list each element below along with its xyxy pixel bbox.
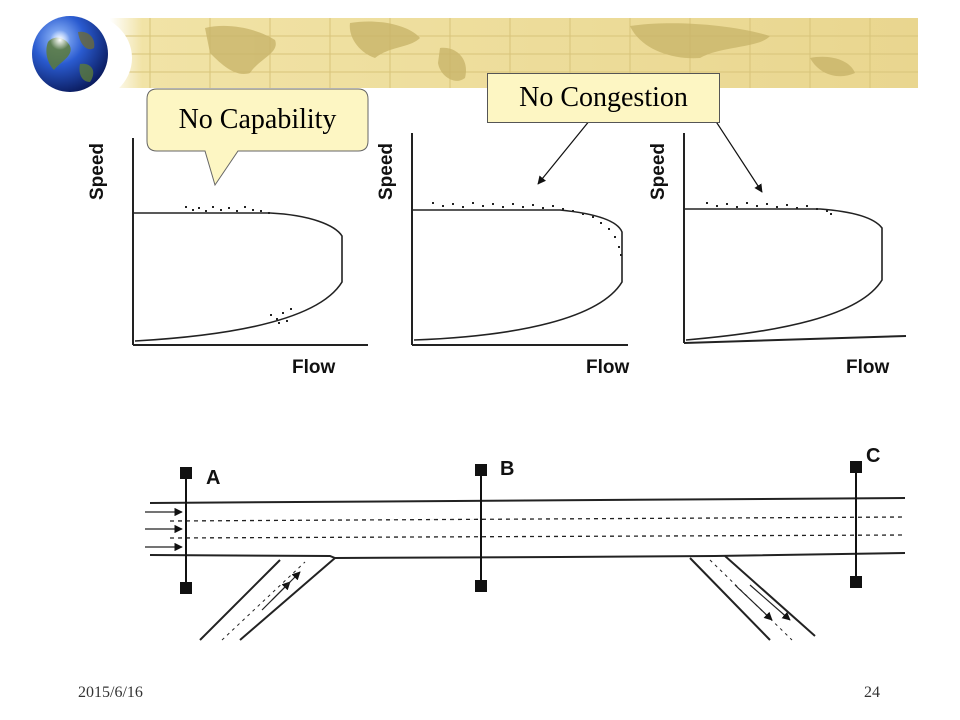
plot-3-curve (684, 208, 883, 341)
plot-1-xlabel: Flow (292, 357, 335, 378)
detector-station-b: B (475, 458, 514, 592)
station-label-c: C (866, 445, 880, 467)
offramp-arrow-2 (749, 584, 791, 621)
callout-no-congestion: No Congestion (487, 73, 720, 123)
congestion-arrow-2 (714, 119, 763, 193)
plot-1-curve (133, 212, 343, 342)
speed-flow-plot-2: Speed Flow (376, 133, 629, 378)
offramp-edge-right (724, 555, 816, 637)
plot-3-x-axis (683, 335, 907, 344)
callout-capability-bubble (146, 88, 369, 187)
plot-2-curve (412, 209, 623, 341)
detector-station-a: A (180, 467, 220, 594)
freeway-top-edge (149, 497, 906, 504)
plot-2-xlabel: Flow (586, 357, 629, 378)
offramp-edge-left (689, 557, 771, 641)
plot-1-data-points (185, 206, 292, 324)
lane-divider-1 (169, 516, 906, 522)
plot-2-data-points (432, 202, 622, 256)
plot-3-ylabel: Speed (648, 143, 669, 200)
speed-flow-plot-1: Speed Flow (87, 138, 368, 378)
detector-station-c: C (850, 445, 880, 588)
onramp-arrow-2 (271, 571, 301, 601)
onramp-lane (221, 561, 306, 641)
station-label-a: A (206, 467, 220, 489)
plot-3-data-points (706, 202, 832, 215)
onramp-edge-right (239, 557, 336, 641)
congestion-arrow-1 (537, 119, 591, 185)
freeway-bottom-edge (149, 552, 906, 560)
callout-no-capability: No Capability (178, 104, 337, 135)
freeway-diagram (145, 497, 906, 641)
offramp-arrow-1 (734, 584, 773, 621)
plot-3-xlabel: Flow (846, 357, 889, 378)
footer-date: 2015/6/16 (78, 684, 143, 701)
plot-1-ylabel: Speed (87, 143, 108, 200)
lane-divider-2 (169, 534, 906, 539)
page-number: 24 (864, 684, 880, 701)
plot-2-ylabel: Speed (376, 143, 397, 200)
station-label-b: B (500, 458, 514, 480)
globe-icon (32, 14, 132, 102)
speed-flow-plot-3: Speed Flow (648, 133, 907, 378)
onramp-edge-left (199, 559, 281, 641)
